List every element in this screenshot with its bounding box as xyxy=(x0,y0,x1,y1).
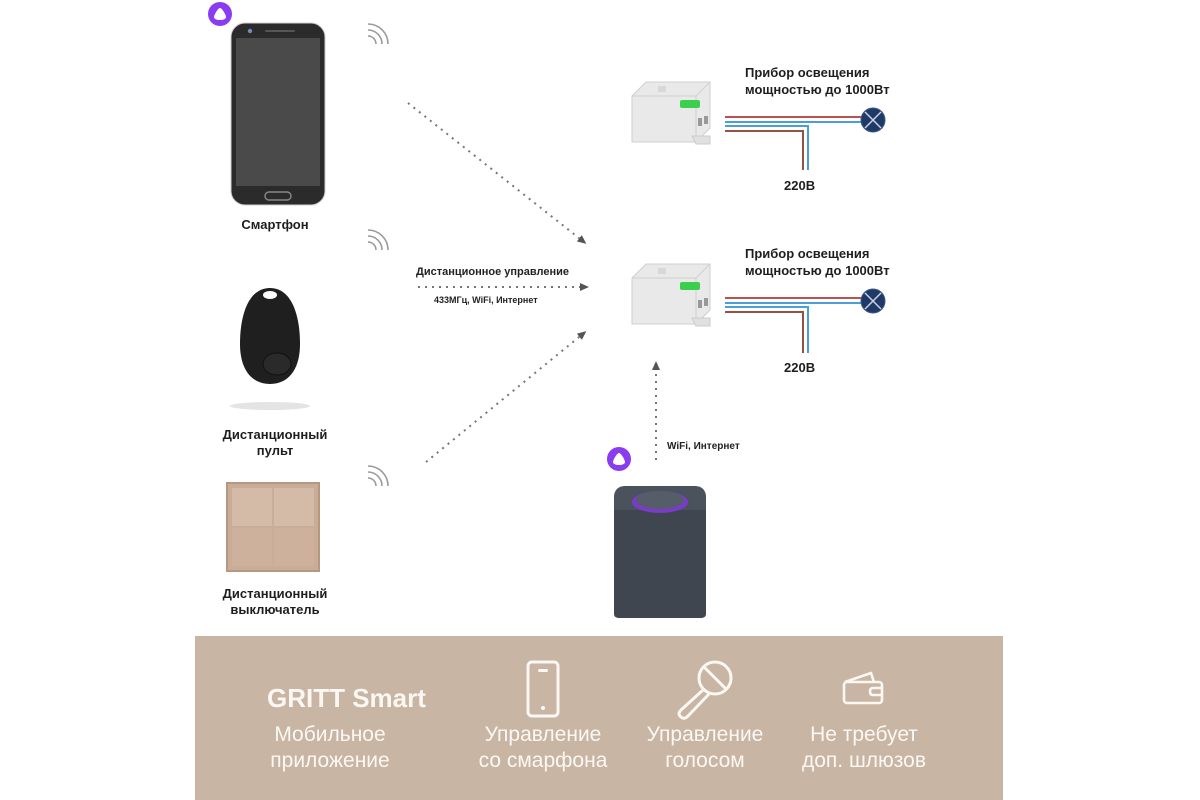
features-banner: GRITT Smart Мобильное приложение Управле… xyxy=(195,636,1003,800)
relay-module-image xyxy=(631,263,711,327)
feature-smartphone-control: Управление со смарфона xyxy=(473,722,613,774)
smartphone-image xyxy=(230,22,326,206)
remote-label-line2: пульт xyxy=(256,443,294,458)
relay-module-image xyxy=(631,81,711,145)
smart-speaker-image xyxy=(614,486,706,618)
smartphone-label: Смартфон xyxy=(241,217,309,232)
wiring-top xyxy=(725,116,862,170)
supply-voltage-top: 220В xyxy=(784,178,816,193)
remote-fob-image xyxy=(230,288,310,410)
feature-voice-control: Управление голосом xyxy=(635,722,775,774)
wiring-bottom xyxy=(725,297,862,353)
feature-line2: со смарфона xyxy=(478,749,608,772)
remote-label: Дистанционный пульт xyxy=(200,427,350,459)
feature-line1: Управление xyxy=(646,723,764,746)
wallet-icon xyxy=(842,671,884,705)
feature-line2: доп. шлюзов xyxy=(801,749,927,772)
feature-app: Мобильное приложение xyxy=(265,722,395,774)
supply-voltage-bottom: 220В xyxy=(784,360,816,375)
remote-control-title: Дистанционное управление xyxy=(416,266,569,278)
microphone-icon xyxy=(677,660,733,720)
brand-title: GRITT Smart xyxy=(267,683,426,713)
arrow-phone-to-relay xyxy=(407,102,587,244)
load-title-line1: Прибор освещения xyxy=(745,65,870,80)
feature-line1: Управление xyxy=(484,723,602,746)
load-title-line1: Прибор освещения xyxy=(745,246,870,261)
load-title-line2: мощностью до 1000Вт xyxy=(745,263,890,278)
switch-label-line1: Дистанционный xyxy=(222,586,328,601)
feature-no-gateway: Не требует доп. шлюзов xyxy=(791,722,937,774)
switch-label: Дистанционный выключатель xyxy=(195,586,355,618)
smartphone-icon xyxy=(526,660,560,718)
arrow-switch-to-relay xyxy=(425,331,587,463)
wifi-signal-icon xyxy=(367,23,389,45)
alice-assistant-icon xyxy=(208,2,232,26)
feature-line1: Не требует xyxy=(810,723,918,746)
feature-line2: голосом xyxy=(665,749,745,772)
feature-line1: Мобильное xyxy=(274,723,386,746)
remote-control-protocols: 433МГц, WiFi, Интернет xyxy=(434,295,538,305)
load-title-bottom: Прибор освещения мощностью до 1000Вт xyxy=(745,245,890,279)
speaker-link-label: WiFi, Интернет xyxy=(667,441,740,452)
feature-line2: приложение xyxy=(270,749,390,772)
remote-label-line1: Дистанционный xyxy=(222,427,328,442)
wall-switch-image xyxy=(226,482,320,572)
wifi-signal-icon xyxy=(367,465,389,487)
switch-label-line2: выключатель xyxy=(230,602,320,617)
wifi-signal-icon xyxy=(367,229,389,251)
alice-assistant-icon xyxy=(607,447,631,471)
load-title-top: Прибор освещения мощностью до 1000Вт xyxy=(745,64,890,98)
load-title-line2: мощностью до 1000Вт xyxy=(745,82,890,97)
